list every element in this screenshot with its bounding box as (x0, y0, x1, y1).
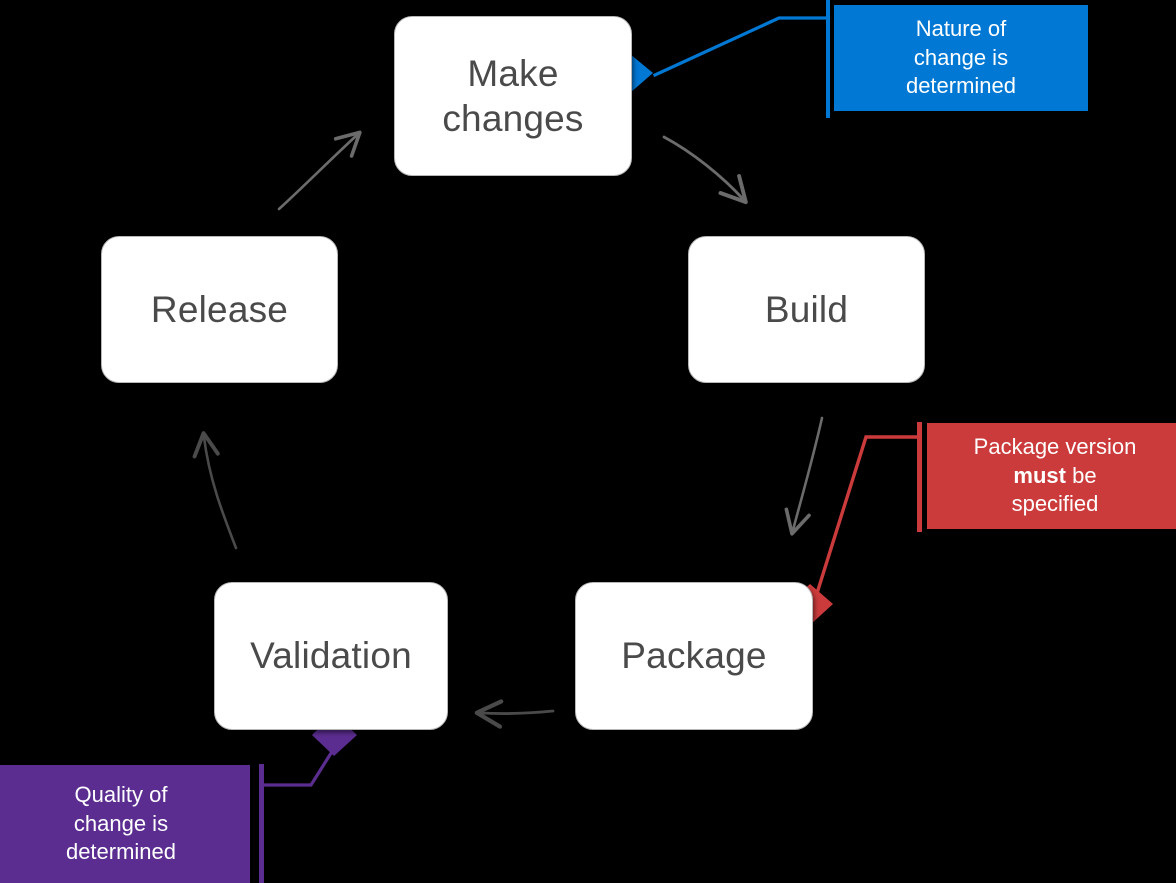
process-node-validation[interactable]: Validation (214, 582, 448, 730)
callout-package-version: Package version must be specified (927, 423, 1176, 529)
callout-bar-package (917, 422, 922, 532)
arrow-make-changes-to-build (662, 135, 748, 205)
node-label-release: Release (150, 288, 289, 330)
callout-package-be-text: be (1065, 462, 1097, 488)
callout-nature-line1: Nature of (915, 16, 1007, 42)
callout-quality-line2: change is (73, 810, 169, 836)
callout-nature-of-change: Nature of change is determined (834, 5, 1088, 111)
callout-package-line3: specified (1011, 491, 1099, 517)
node-label-build: Build (764, 288, 849, 330)
callout-bar-nature (826, 0, 830, 118)
arrow-build-to-package (784, 416, 824, 536)
node-label-make-changes-line2: changes (442, 98, 584, 139)
process-node-release[interactable]: Release (101, 236, 338, 383)
callout-bar-quality (259, 764, 264, 883)
node-label-make-changes-line1: Make (467, 52, 559, 94)
node-label-validation: Validation (250, 635, 412, 677)
callout-nature-line2: change is (913, 44, 1009, 70)
process-node-make-changes[interactable]: Make changes (394, 16, 632, 176)
leader-line-nature-callout (652, 16, 830, 78)
arrow-package-to-validation (474, 699, 555, 729)
process-node-build[interactable]: Build (688, 236, 925, 383)
leader-line-quality-callout (259, 747, 336, 787)
callout-package-must-bold: must (1013, 462, 1066, 488)
leader-line-package-callout (815, 435, 921, 593)
callout-quality-line1: Quality of (74, 782, 168, 808)
callout-nature-line3: determined (905, 73, 1017, 99)
arrow-validation-to-release (192, 431, 238, 550)
node-label-package: Package (621, 635, 767, 677)
callout-quality-of-change: Quality of change is determined (0, 765, 250, 883)
arrow-release-to-make-changes (277, 130, 362, 211)
process-node-package[interactable]: Package (575, 582, 813, 730)
callout-package-line1: Package version (973, 434, 1137, 460)
callout-quality-line3: determined (65, 839, 177, 865)
callout-package-line2: must be (974, 462, 1137, 491)
